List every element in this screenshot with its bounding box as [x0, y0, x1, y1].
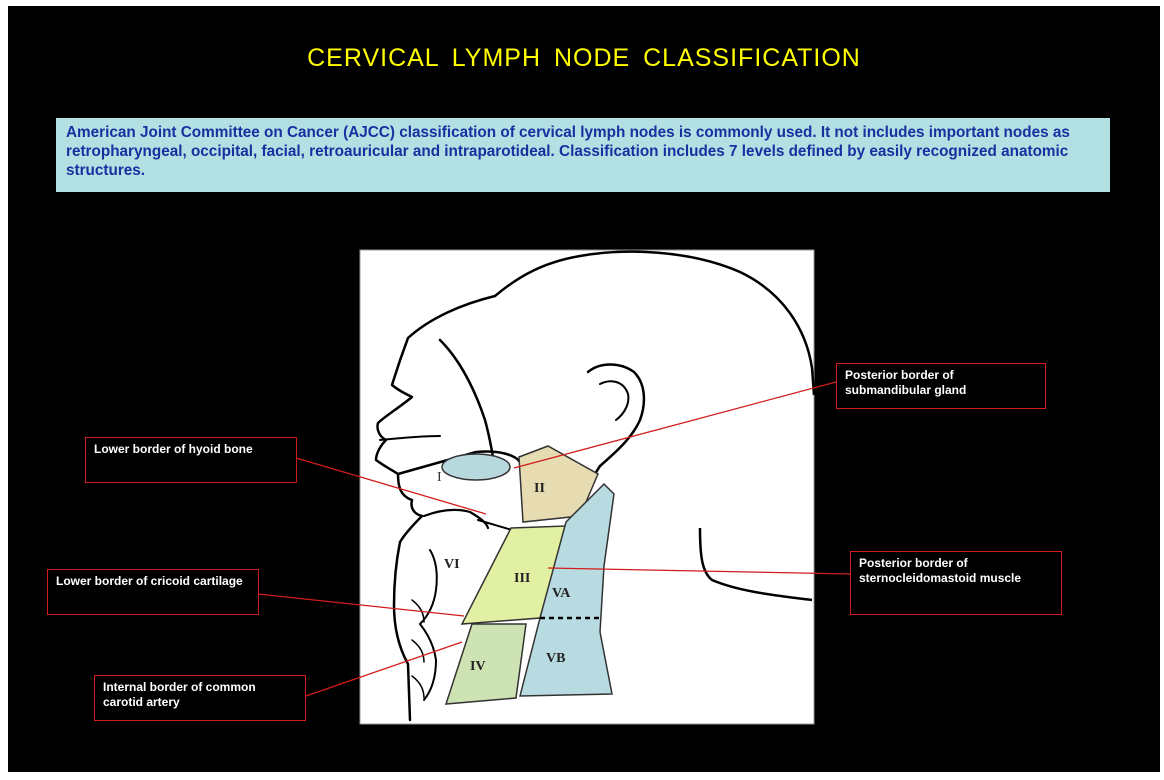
callout-sternocleidomastoid: Posterior border of sternocleidomastoid …	[850, 551, 1062, 615]
level-III-label: III	[514, 571, 530, 586]
callout-cricoid: Lower border of cricoid cartilage	[47, 569, 259, 615]
level-I-zone	[442, 454, 510, 480]
level-IV-label: IV	[470, 659, 486, 674]
level-VI-label: VI	[444, 557, 460, 572]
callout-sternocleidomastoid-text: Posterior border of sternocleidomastoid …	[859, 556, 1021, 585]
level-VB-label: VB	[546, 651, 565, 666]
callout-hyoid: Lower border of hyoid bone	[85, 437, 297, 483]
level-VA-label: VA	[552, 586, 571, 601]
callout-submandibular: Posterior border of submandibular gland	[836, 363, 1046, 409]
callout-carotid: Internal border of common carotid artery	[94, 675, 306, 721]
level-I-label: I	[437, 470, 442, 485]
callout-submandibular-text: Posterior border of submandibular gland	[845, 368, 966, 397]
callout-carotid-text: Internal border of common carotid artery	[103, 680, 256, 709]
callout-cricoid-text: Lower border of cricoid cartilage	[56, 574, 243, 588]
level-II-label: II	[534, 481, 545, 496]
callout-hyoid-text: Lower border of hyoid bone	[94, 442, 253, 456]
